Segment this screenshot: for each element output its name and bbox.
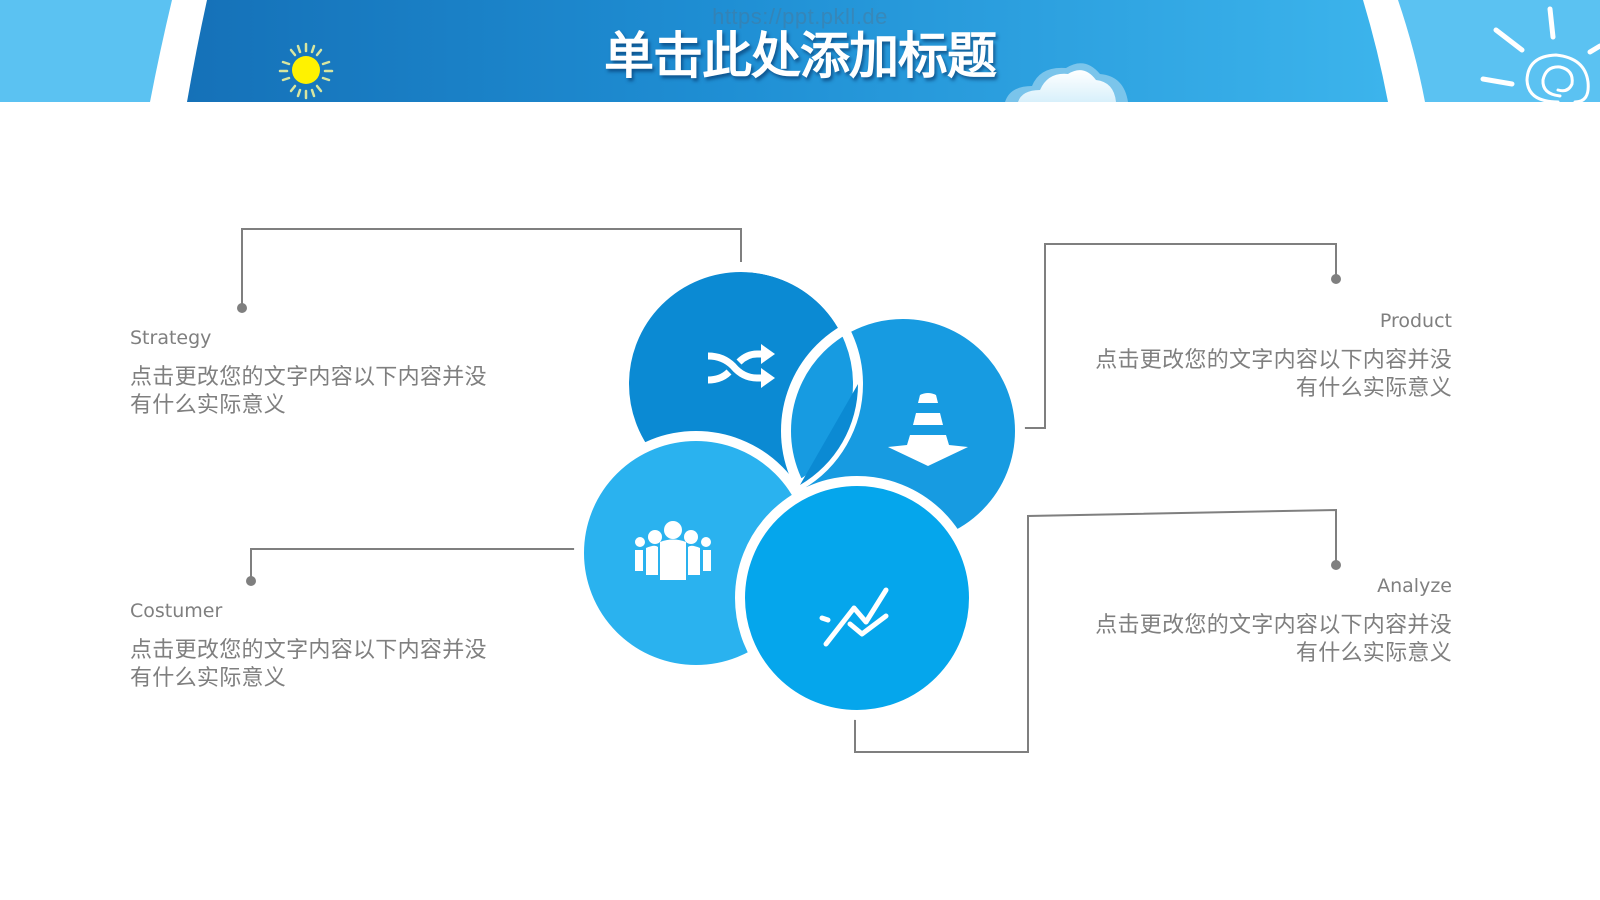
- spiral-sun-icon: [1480, 6, 1600, 102]
- overlap-fill-strategy: [800, 384, 858, 485]
- item-title[interactable]: Product: [1379, 310, 1452, 332]
- watermark-text: https://ppt.pkll.de: [712, 4, 888, 29]
- dot-analyze: [1331, 560, 1341, 570]
- connector-customer: [250, 548, 580, 580]
- item-desc-line2[interactable]: 有什么实际意义: [130, 393, 287, 418]
- label-strategy: Strategy 点击更改您的文字内容以下内容并没 有什么实际意义: [130, 326, 487, 420]
- people-group-icon: [635, 521, 711, 580]
- header-banner: https://ppt.pkll.de 单击此处添加标题: [0, 0, 1600, 102]
- item-desc-line2[interactable]: 有什么实际意义: [130, 666, 287, 691]
- item-title[interactable]: Costumer: [130, 600, 223, 622]
- line-chart-icon: [819, 587, 889, 647]
- circle-analyze[interactable]: [735, 476, 979, 720]
- label-analyze: Analyze 点击更改您的文字内容以下内容并没 有什么实际意义: [1095, 574, 1452, 668]
- label-product: Product 点击更改您的文字内容以下内容并没 有什么实际意义: [1095, 309, 1452, 403]
- cloud-icon: [1005, 63, 1128, 102]
- connector-strategy: [241, 228, 742, 306]
- item-desc-line2[interactable]: 有什么实际意义: [1295, 376, 1452, 401]
- label-customer: Costumer 点击更改您的文字内容以下内容并没 有什么实际意义: [130, 599, 487, 693]
- item-desc-line1[interactable]: 点击更改您的文字内容以下内容并没: [1095, 613, 1452, 638]
- connector-lines: [241, 228, 1337, 753]
- banner-background: [150, 0, 1600, 102]
- item-title[interactable]: Analyze: [1377, 575, 1452, 597]
- traffic-cone-icon: [888, 393, 968, 466]
- connector-analyze: [854, 508, 1337, 753]
- item-desc-line1[interactable]: 点击更改您的文字内容以下内容并没: [1095, 348, 1452, 373]
- dot-strategy: [237, 303, 247, 313]
- dot-customer: [246, 576, 256, 586]
- item-desc-line1[interactable]: 点击更改您的文字内容以下内容并没: [130, 638, 487, 663]
- shuffle-icon: [707, 344, 775, 388]
- item-title[interactable]: Strategy: [130, 327, 212, 349]
- sun-icon: [278, 42, 334, 100]
- page-title[interactable]: 单击此处添加标题: [604, 27, 997, 85]
- dot-product: [1331, 274, 1341, 284]
- connector-dots: [237, 274, 1341, 586]
- connector-product: [1020, 243, 1337, 429]
- item-desc-line2[interactable]: 有什么实际意义: [1295, 641, 1452, 666]
- item-desc-line1[interactable]: 点击更改您的文字内容以下内容并没: [130, 365, 487, 390]
